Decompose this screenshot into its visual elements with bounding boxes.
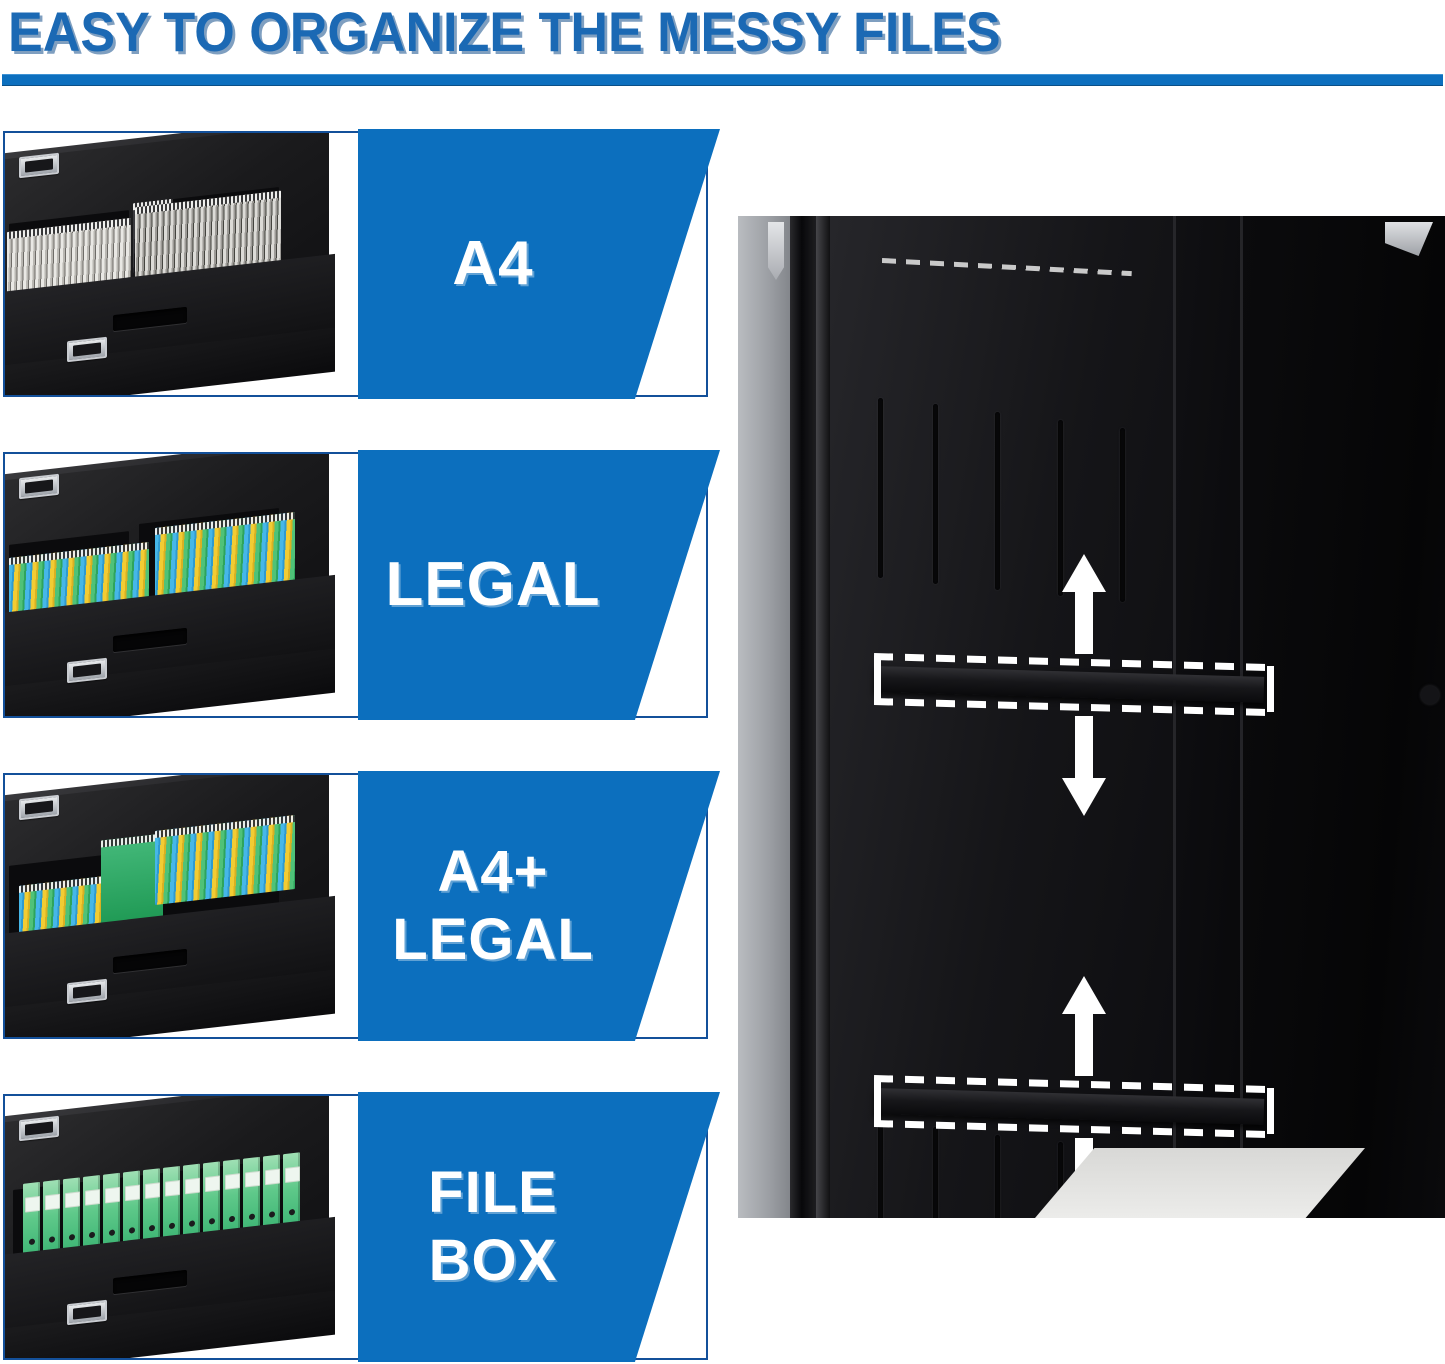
door-handle-icon: [1385, 222, 1433, 256]
panel-label-line1: FILE: [428, 1160, 558, 1225]
cabinet-back-panel: [830, 216, 1175, 1218]
door-edge-inner: [816, 216, 830, 1218]
door-handle-icon: [768, 222, 784, 280]
door-edge: [790, 216, 816, 1218]
page-header: EASY TO ORGANIZE THE MESSY FILES: [0, 0, 1445, 100]
drawer-photo-file-box: [5, 1096, 356, 1358]
floor-surface: [1035, 1148, 1365, 1218]
panel-label-line1: A4: [452, 229, 534, 298]
panel-label-line2: LEGAL: [392, 907, 594, 972]
cabinet-side-panel: [1175, 216, 1245, 1218]
drawer-photo-a4: [5, 133, 356, 395]
cabinet-left-frame: [738, 216, 796, 1218]
shelf-up-arrow-icon: [1062, 554, 1106, 654]
cabinet-right-door: [1242, 216, 1445, 1218]
shelf-highlight-cap-right: [1267, 666, 1274, 712]
cabinet-interior-photo: [738, 216, 1445, 1218]
shelf-highlight-cap-left: [874, 1078, 881, 1124]
drawer-photo-legal: [5, 454, 356, 716]
page-title: EASY TO ORGANIZE THE MESSY FILES: [8, 0, 1001, 63]
shelf-highlight-cap-left: [874, 656, 881, 702]
title-underline-rule: [2, 75, 1443, 85]
panel-label-line1: A4+: [437, 839, 549, 904]
drawer-photo-a4-legal: [5, 775, 356, 1037]
door-latch-icon: [1421, 686, 1439, 704]
shelf-up-arrow-icon: [1062, 976, 1106, 1076]
feature-card-a4: A4: [3, 129, 720, 399]
feature-card-file-box: FILE BOX: [3, 1092, 720, 1362]
panel-label-line1: LEGAL: [385, 550, 601, 619]
panel-label-line2: BOX: [428, 1228, 558, 1293]
cabinet-interior: [830, 216, 1445, 1218]
shelf-down-arrow-icon: [1062, 716, 1106, 816]
feature-card-a4-legal: A4+ LEGAL: [3, 771, 720, 1041]
feature-card-legal: LEGAL: [3, 450, 720, 720]
shelf-highlight-cap-right: [1267, 1088, 1274, 1134]
